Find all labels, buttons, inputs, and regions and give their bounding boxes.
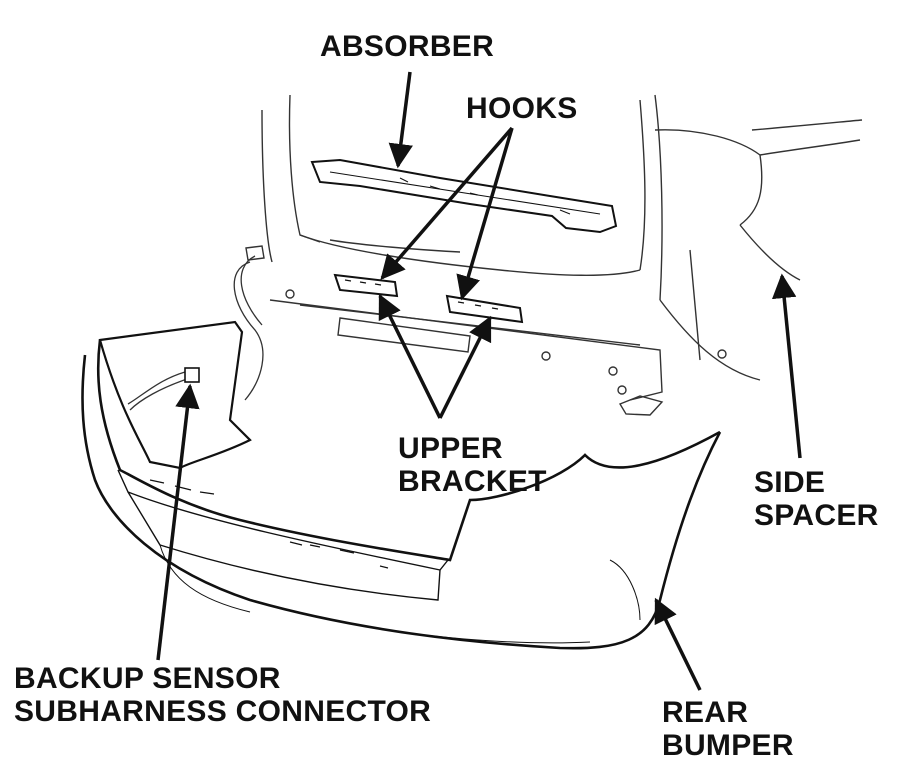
upper-bracket-arrow-left (378, 293, 442, 419)
rear-bumper-arrow (654, 597, 702, 691)
leader-arrows (156, 71, 802, 691)
hooks-arrow-right (456, 127, 514, 301)
upper-bracket-label: UPPER BRACKET (398, 432, 547, 498)
absorber-label: ABSORBER (320, 30, 495, 63)
rear-bumper-part (81, 320, 722, 650)
rear-bumper-label: REAR BUMPER (662, 696, 794, 762)
backup-sensor-label: BACKUP SENSOR SUBHARNESS CONNECTOR (14, 662, 432, 728)
backup-sensor-arrow (156, 383, 200, 661)
subharness-wire (127, 255, 264, 411)
hooks-arrow-left (380, 126, 514, 280)
side-spacer-label: SIDE SPACER (754, 466, 879, 532)
upper-bracket-arrow-right (438, 315, 492, 419)
hooks-label: HOOKS (466, 92, 578, 125)
absorber-arrow (388, 71, 413, 169)
vehicle-body (245, 94, 863, 416)
side-spacer-arrow (771, 273, 802, 459)
absorber-part (310, 158, 618, 234)
upper-bracket-parts (333, 273, 524, 324)
